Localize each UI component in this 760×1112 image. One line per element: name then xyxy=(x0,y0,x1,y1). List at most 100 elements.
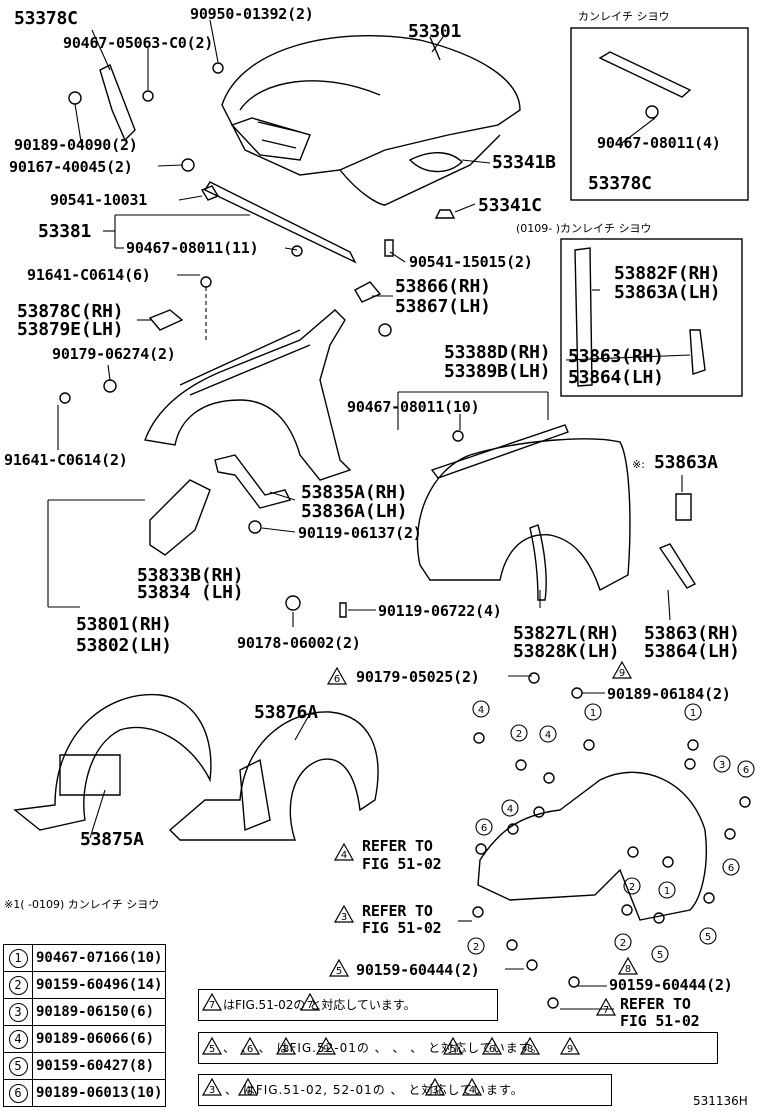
fender-panel-exploded xyxy=(59,276,392,481)
legend-part: 90467-07166(10) xyxy=(31,944,167,972)
fender-assembled xyxy=(416,424,697,601)
footnote-star: ※1( -0109) カンレイチ シヨウ xyxy=(4,898,160,911)
inset-mid-part4: 53864(LH) xyxy=(568,367,664,388)
svg-text:2: 2 xyxy=(620,938,626,949)
svg-text:6: 6 xyxy=(728,863,734,874)
legend-part: 90189-06013(10) xyxy=(31,1079,167,1107)
figure-code: 531136H xyxy=(693,1094,748,1108)
svg-text:9: 9 xyxy=(567,1044,573,1055)
label-90119-06137: 90119-06137(2) xyxy=(298,524,422,542)
svg-text:7: 7 xyxy=(307,1000,313,1011)
svg-text:9: 9 xyxy=(323,1044,329,1055)
note-fig52: 、 、 、 はFIG.52-01の 、 、 、 と対応しています。 xyxy=(198,1032,718,1064)
inset-mid-part1: 53882F(RH) xyxy=(614,263,721,284)
note-fig51-text: はFIG.51-02の と対応しています。 xyxy=(223,998,416,1012)
svg-text:5: 5 xyxy=(336,966,342,977)
legend-number: 2 xyxy=(8,975,28,995)
refer-3-line2: FIG 51-02 xyxy=(362,919,442,937)
legend-part: 90159-60427(8) xyxy=(31,1052,167,1080)
label-53863A: 53863A xyxy=(654,452,718,473)
label-53878C: 53878C(RH) xyxy=(17,301,124,322)
legend-number: 4 xyxy=(8,1029,28,1049)
label-53876A: 53876A xyxy=(254,702,318,723)
svg-text:3: 3 xyxy=(432,1085,438,1096)
label-53863-rh: 53863(RH) xyxy=(644,623,740,644)
inset-top-part2: 53378C xyxy=(588,173,652,194)
svg-text:4: 4 xyxy=(245,1085,251,1096)
label-90119-06722: 90119-06722(4) xyxy=(378,602,502,620)
triangle-markers xyxy=(201,660,639,1096)
svg-text:1: 1 xyxy=(590,708,596,719)
label-53827L: 53827L(RH) xyxy=(513,623,620,644)
inset-top-part1: 90467-08011(4) xyxy=(597,134,721,152)
svg-text:3: 3 xyxy=(341,912,347,923)
label-90178: 90178-06002(2) xyxy=(237,634,361,652)
svg-text:5: 5 xyxy=(657,950,663,961)
label-90541-15015: 90541-15015(2) xyxy=(409,253,533,271)
label-53378C: 53378C xyxy=(14,8,78,29)
svg-text:4: 4 xyxy=(545,730,551,741)
fender-bracket xyxy=(149,454,347,618)
svg-text:4: 4 xyxy=(507,804,513,815)
svg-text:2: 2 xyxy=(629,882,635,893)
label-91641-bottom: 91641-C0614(2) xyxy=(4,451,128,469)
svg-text:3: 3 xyxy=(209,1085,215,1096)
label-53867: 53867(LH) xyxy=(395,296,491,317)
fender-liner-left xyxy=(13,693,212,831)
label-53866: 53866(RH) xyxy=(395,276,491,297)
svg-text:8: 8 xyxy=(283,1044,289,1055)
refer-4-line2: FIG 51-02 xyxy=(362,855,442,873)
label-53864-lh: 53864(LH) xyxy=(644,641,740,662)
note-fig51-52: 、 はFIG.51-02, 52-01の 、 と対応しています。 xyxy=(198,1074,612,1106)
svg-text:6: 6 xyxy=(334,674,340,685)
circle-markers xyxy=(467,700,755,963)
label-90179-05025: 90179-05025(2) xyxy=(356,668,480,686)
svg-text:4: 4 xyxy=(469,1085,475,1096)
label-90189-06184: 90189-06184(2) xyxy=(607,685,731,703)
label-53389B: 53389B(LH) xyxy=(444,361,551,382)
label-53301: 53301 xyxy=(408,21,462,42)
svg-text:7: 7 xyxy=(209,1000,215,1011)
label-53341C: 53341C xyxy=(478,195,542,216)
svg-text:4: 4 xyxy=(341,850,347,861)
legend-number: 1 xyxy=(8,948,28,968)
inset-mid-title: (0109- )カンレイチ シヨウ xyxy=(516,222,652,235)
inset-mid-part2: 53863A(LH) xyxy=(614,282,721,303)
svg-text:1: 1 xyxy=(690,708,696,719)
legend-number: 6 xyxy=(8,1083,28,1103)
label-53802: 53802(LH) xyxy=(76,635,172,656)
svg-text:3: 3 xyxy=(719,760,725,771)
inset-box-top xyxy=(570,27,749,201)
legend-number: 5 xyxy=(8,1056,28,1076)
inset-top-title: カンレイチ シヨウ xyxy=(578,10,670,23)
note-fig51: はFIG.51-02の と対応しています。 xyxy=(198,989,498,1021)
inset-box-mid xyxy=(560,238,743,397)
svg-text:7: 7 xyxy=(603,1005,609,1016)
leader-lines xyxy=(47,19,691,1010)
liner-assembly xyxy=(472,672,751,1009)
label-90950: 90950-01392(2) xyxy=(190,5,314,23)
label-53875A: 53875A xyxy=(80,829,144,850)
legend-number: 3 xyxy=(8,1002,28,1022)
refer-7-line2: FIG 51-02 xyxy=(620,1012,700,1030)
label-90189-04090: 90189-04090(2) xyxy=(14,136,138,154)
legend-part: 90189-06150(6) xyxy=(31,998,167,1026)
label-90467-08011-11: 90467-08011(11) xyxy=(126,239,259,257)
svg-text:8: 8 xyxy=(625,964,631,975)
fender-liner-right xyxy=(168,711,379,841)
svg-text:6: 6 xyxy=(489,1044,495,1055)
svg-text:4: 4 xyxy=(478,705,484,716)
svg-text:9: 9 xyxy=(619,668,625,679)
label-53801: 53801(RH) xyxy=(76,614,172,635)
label-90159-60444-a: 90159-60444(2) xyxy=(356,961,480,979)
label-53381: 53381 xyxy=(38,221,92,242)
svg-text:5: 5 xyxy=(705,932,711,943)
refer-3-line1: REFER TO xyxy=(362,902,433,920)
label-53341B: 53341B xyxy=(492,152,556,173)
